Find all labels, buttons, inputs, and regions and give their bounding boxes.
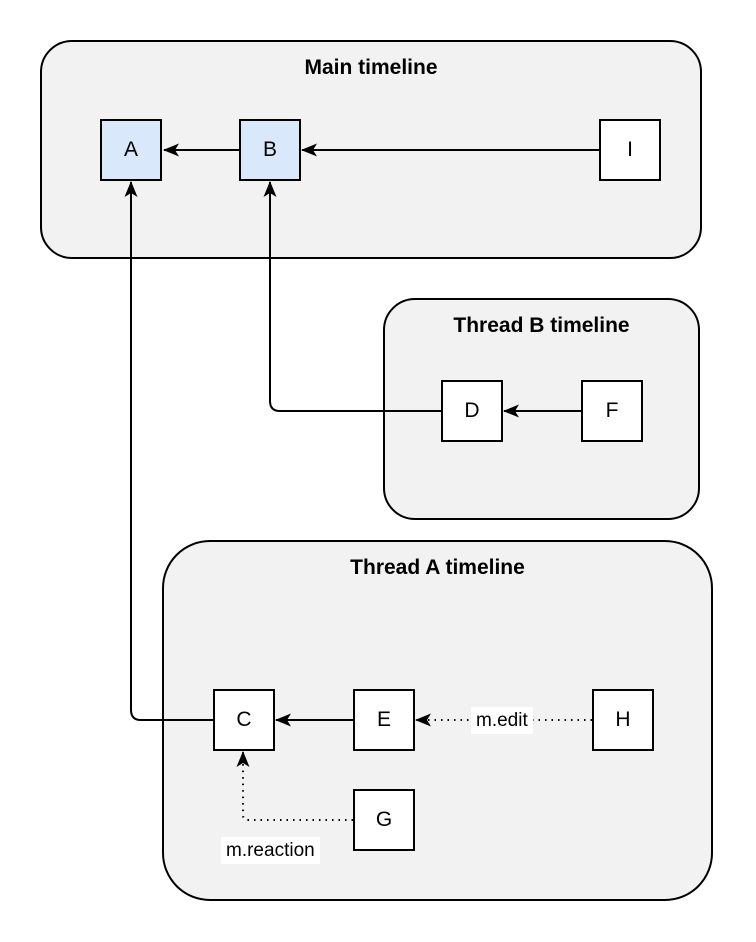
group-main-timeline-title: Main timeline bbox=[304, 56, 438, 79]
group-thread-b-timeline: Thread B timeline bbox=[383, 298, 700, 520]
group-thread-b-timeline-title: Thread B timeline bbox=[453, 314, 630, 337]
group-thread-a-timeline-title: Thread A timeline bbox=[350, 556, 525, 579]
edge-g-to-c-dotted-arrow bbox=[236, 751, 353, 821]
node-d: D bbox=[441, 380, 503, 442]
node-c: C bbox=[213, 689, 275, 751]
node-i: I bbox=[599, 119, 661, 181]
edge-label-m-reaction: m.reaction bbox=[221, 837, 320, 864]
edge-label-m-edit: m.edit bbox=[471, 707, 533, 734]
edge-d-to-b-arrow bbox=[263, 181, 441, 412]
node-f: F bbox=[581, 380, 643, 442]
edge-c-to-a-arrow bbox=[124, 181, 213, 721]
node-g: G bbox=[353, 789, 415, 851]
node-a: A bbox=[100, 119, 162, 181]
node-b: B bbox=[239, 119, 301, 181]
node-e: E bbox=[353, 689, 415, 751]
node-h: H bbox=[592, 689, 654, 751]
